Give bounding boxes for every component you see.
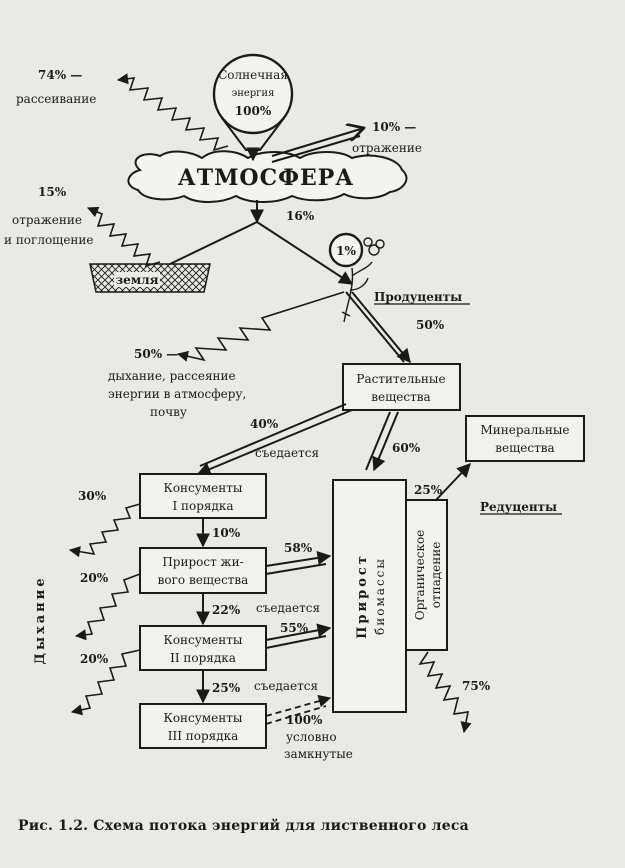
pct-25b: 25% [212, 681, 241, 695]
arrow-growth-biomass [265, 551, 332, 567]
growth-box: Прирост жи- вого вещества [139, 547, 267, 594]
biomass-line1: Прирост [355, 553, 370, 639]
sun: Солнечная энергия 100% [212, 53, 294, 151]
pct-10: 10% [212, 526, 241, 540]
reflect-15-line1: отражение [12, 213, 82, 227]
arrow-cons3-biomass-2 [265, 705, 327, 725]
plant-line1: Растительные [356, 372, 445, 386]
sun-line1: Солнечная [218, 68, 288, 82]
minerals-box: Минеральные вещества [465, 415, 585, 462]
reflect-15-line2: и поглощение [4, 233, 94, 247]
flower-icon: 1% [328, 232, 385, 323]
growth-line2: вого вещества [158, 573, 249, 587]
arrow-plant-biomass [372, 411, 399, 472]
atmosphere-label: АТМОСФЕРА [178, 165, 354, 191]
plant-substances-box: Растительные вещества [342, 363, 461, 411]
figure-caption: Рис. 1.2. Схема потока энергий для листв… [18, 818, 469, 834]
biomass-box: Прирост биомассы [332, 479, 407, 713]
resp-50-line3: почву [150, 405, 187, 419]
pct-60: 60% [392, 441, 421, 455]
pct-40: 40% [250, 417, 279, 431]
minerals-line1: Минеральные [480, 423, 569, 437]
line-to-earth [169, 221, 258, 265]
arrow-cons3-biomass [265, 695, 332, 717]
arrow-cons2-biomass [265, 623, 332, 641]
resp-50-line2: энергии в атмосферу, [108, 387, 246, 401]
reducers-label: Редуценты [480, 500, 557, 514]
consumers-2-box: Консументы II порядка [139, 625, 267, 671]
wavy-arrow-scatter-74 [116, 73, 229, 152]
sun-line3: 100% [235, 104, 272, 118]
wavy-arrow-30 [68, 503, 141, 558]
scatter-74-pct: 74% — [38, 68, 82, 82]
consumers-1-box: Консументы I порядка [139, 473, 267, 519]
plant-line2: вещества [371, 390, 430, 404]
organic-line1: Органическое [413, 530, 427, 621]
pct-55: 55% [280, 621, 309, 635]
closed-line2: замкнутые [284, 747, 353, 761]
pct-58: 58% [284, 541, 313, 555]
reflect-10-text: отражение [352, 141, 422, 155]
line-to-producers [256, 221, 354, 285]
biomass-line2: биомассы [373, 557, 387, 635]
arrow-reflect-10-line2 [271, 135, 361, 163]
cons1-line2: I порядка [172, 499, 233, 513]
pct-20a: 20% [80, 571, 109, 585]
pct-25a: 25% [414, 483, 443, 497]
eaten-3: съедается [254, 679, 318, 693]
producers-label: Продуценты [374, 290, 462, 304]
pct-22: 22% [212, 603, 241, 617]
scatter-74-text: рассеивание [16, 92, 96, 106]
breathing-label: Дыхание [33, 575, 48, 664]
wavy-arrow-20b [70, 649, 141, 716]
organic-line2: отпадение [429, 542, 443, 609]
arrow-plant-cons1 [196, 409, 353, 476]
pct-30: 30% [78, 489, 107, 503]
arrow-plant-biomass-2 [365, 411, 391, 471]
arrow-to-plant-substances [351, 291, 411, 364]
closed-line1: условно [286, 730, 337, 744]
arrow-growth-biomass-2 [265, 563, 327, 575]
earth-label: земля [115, 273, 158, 287]
consumers-3-box: Консументы III порядка [139, 703, 267, 749]
arrow-reflect-10 [271, 128, 364, 157]
growth-line1: Прирост жи- [162, 555, 243, 569]
atmosphere-cloud: АТМОСФЕРА [127, 150, 408, 203]
reflect-15-pct: 15% [38, 185, 67, 199]
cons2-line1: Консументы [164, 633, 243, 647]
earth: земля [89, 263, 211, 293]
eaten-1: съедается [255, 446, 319, 460]
pct-1: 1% [336, 244, 356, 258]
sun-line2: энергия [232, 88, 275, 99]
cons1-line1: Консументы [164, 481, 243, 495]
resp-50-pct: 50% — [134, 347, 178, 361]
wavy-arrow-resp-50 [176, 291, 345, 362]
pct-50a: 50% [416, 318, 445, 332]
arrow-plant-cons1-2 [199, 403, 347, 467]
arrow-to-plant-substances-2 [345, 291, 405, 363]
arrow-cons2-biomass-2 [265, 635, 327, 649]
eaten-2: съедается [256, 601, 320, 615]
wavy-arrow-75 [418, 651, 472, 734]
reflect-10-pct: 10% — [372, 120, 416, 134]
arrow-organic-minerals [435, 462, 471, 501]
pct-75: 75% [462, 679, 491, 693]
closed-pct: 100% [286, 713, 323, 727]
organic-litter-box: Органическое отпадение [405, 499, 448, 651]
cons2-line2: II порядка [170, 651, 236, 665]
wavy-arrow-20a [74, 573, 141, 641]
pct-20b: 20% [80, 652, 109, 666]
wavy-arrow-reflect-15 [86, 206, 161, 268]
resp-50-line1: дыхание, рассеяние [108, 369, 236, 383]
cons3-line2: III порядка [168, 729, 239, 743]
pct-16: 16% [286, 209, 315, 223]
minerals-line2: вещества [495, 441, 554, 455]
cons3-line1: Консументы [164, 711, 243, 725]
